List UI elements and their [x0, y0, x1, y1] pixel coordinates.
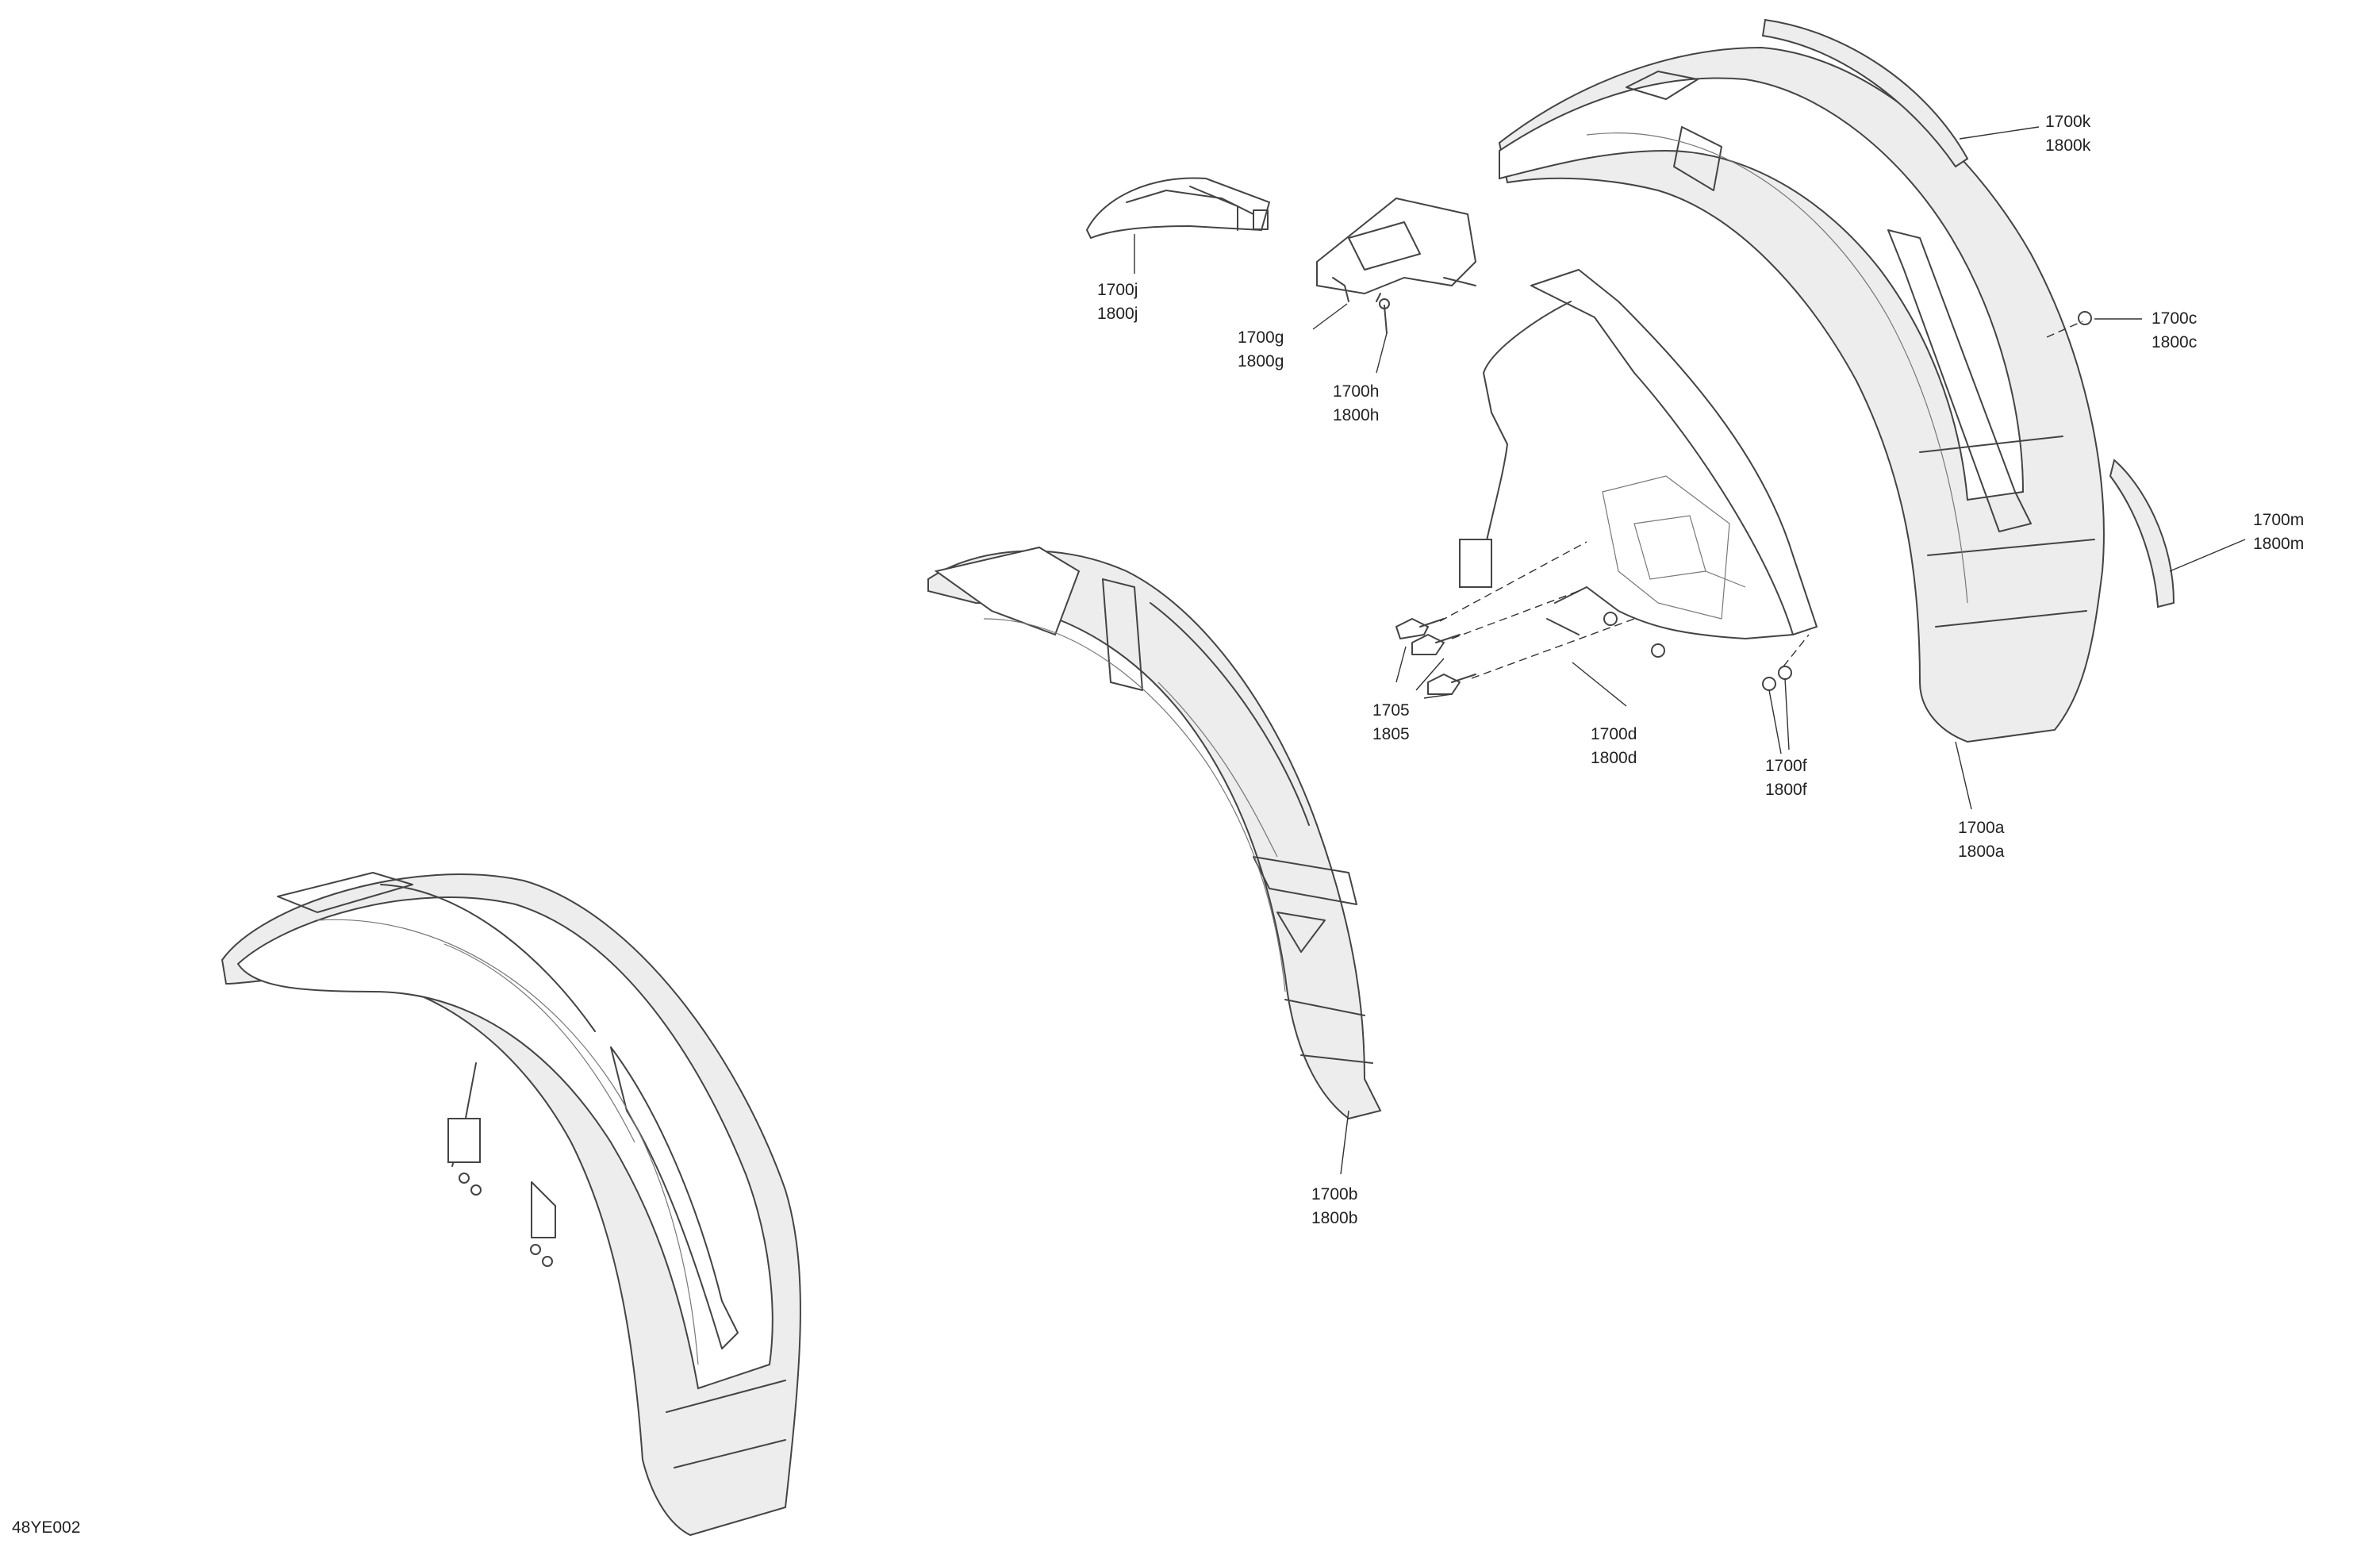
callout-label-line1: 1705	[1372, 701, 1410, 720]
callout-label-line1: 1700b	[1311, 1185, 1357, 1203]
callout-label-line1: 1700f	[1765, 757, 1807, 775]
inner-liner-icon	[927, 546, 1382, 1120]
outer-fender-icon	[1498, 46, 2105, 743]
callout-label-line1: 1700h	[1333, 382, 1379, 401]
callout-label-line1: 1700d	[1591, 725, 1637, 743]
callout-label-line2: 1800g	[1238, 352, 1284, 370]
callout-1700m[interactable]: 1700m 1800m	[2253, 511, 2304, 553]
callout-label-line2: 1800f	[1765, 781, 1807, 799]
callout-label-line2: 1800a	[1958, 843, 2005, 861]
callout-1700g[interactable]: 1700g 1800g	[1238, 328, 1284, 370]
callout-1700k[interactable]: 1700k 1800k	[2045, 113, 2091, 155]
callout-label-line1: 1700g	[1238, 328, 1284, 347]
mounting-bracket-icon	[1459, 269, 1818, 658]
callout-label-line2: 1800d	[1591, 749, 1637, 767]
fender-assembled-icon	[221, 872, 801, 1537]
connector-cover-icon	[1316, 197, 1477, 302]
callout-1700a[interactable]: 1700a 1800a	[1958, 819, 2005, 861]
callout-label-line2: 1800k	[2045, 136, 2091, 155]
callout-label-line1: 1700m	[2253, 511, 2304, 529]
callout-label-line2: 1800b	[1311, 1209, 1357, 1227]
callout-label-line2: 1800c	[2152, 333, 2197, 351]
leader-lines	[1134, 126, 2246, 1175]
reflector-icon	[2109, 459, 2175, 608]
fender-light-icon	[1085, 177, 1271, 240]
callout-label-line1: 1700j	[1097, 281, 1138, 299]
callout-label-line2: 1805	[1372, 725, 1410, 743]
callout-label-line2: 1800h	[1333, 406, 1379, 424]
callout-1705[interactable]: 1705 1805	[1372, 701, 1410, 743]
callout-1700j[interactable]: 1700j 1800j	[1097, 281, 1138, 323]
callout-label-line2: 1800j	[1097, 305, 1138, 323]
callout-label-line2: 1800m	[2253, 535, 2304, 553]
callout-1700d[interactable]: 1700d 1800d	[1591, 725, 1637, 767]
callout-1700f[interactable]: 1700f 1800f	[1765, 757, 1807, 799]
callout-label-line1: 1700c	[2152, 309, 2197, 328]
callout-1700b[interactable]: 1700b 1800b	[1311, 1185, 1357, 1227]
callout-1700c[interactable]: 1700c 1800c	[2152, 309, 2197, 351]
callout-label-line1: 1700a	[1958, 819, 2005, 837]
callout-1700h[interactable]: 1700h 1800h	[1333, 382, 1379, 424]
trim-strip-icon	[1761, 18, 1969, 168]
drawing-code: 48YE002	[12, 1518, 80, 1537]
callout-label-line1: 1700k	[2045, 113, 2091, 131]
